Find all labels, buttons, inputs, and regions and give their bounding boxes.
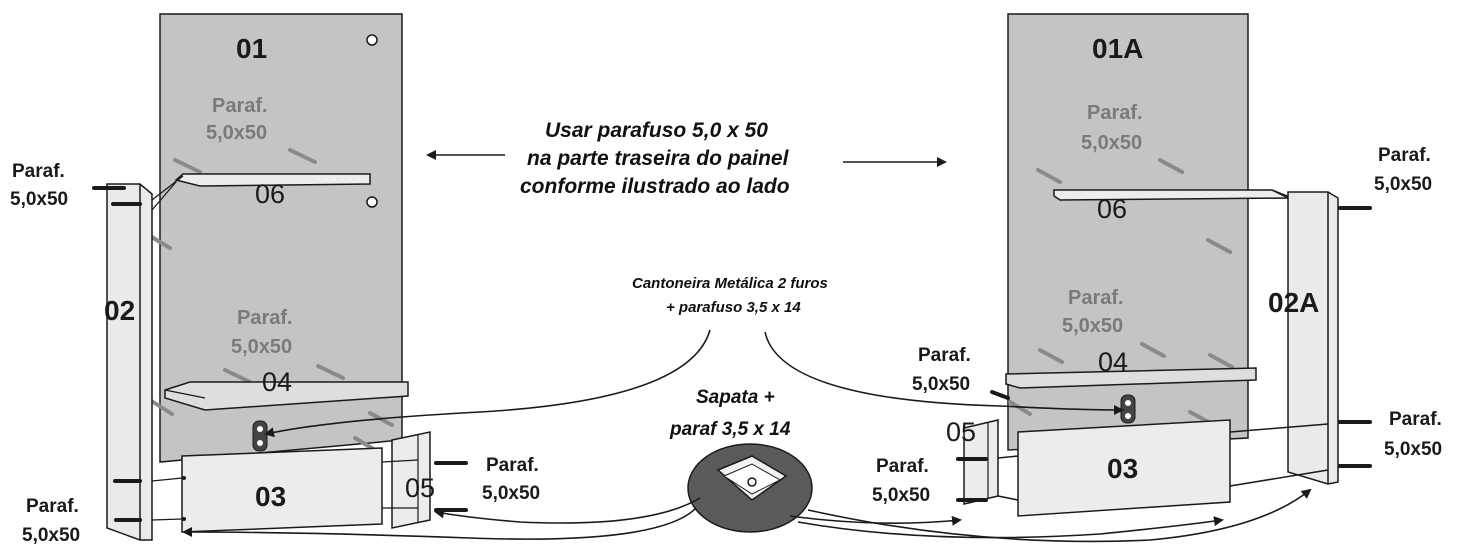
- metal-bracket-icon: [252, 420, 268, 452]
- label-panel-01a: 01A: [1092, 33, 1143, 64]
- center-note-line1: Usar parafuso 5,0 x 50: [545, 119, 768, 142]
- label-panel-02a: 02A: [1268, 287, 1319, 318]
- right-assembly: [956, 13, 1372, 517]
- label-panel-04-right: 04: [1098, 347, 1128, 377]
- screw-icons: [92, 186, 468, 522]
- screw-label-05-right: Paraf.: [876, 456, 929, 477]
- panel-03-right: [1017, 419, 1231, 517]
- screw-label-04-right: Paraf.: [918, 345, 971, 366]
- foot-detail: [687, 443, 813, 533]
- screw-label-01a-top-size: 5,0x50: [1081, 132, 1142, 154]
- screw-label-right-top-size: 5,0x50: [1374, 174, 1432, 195]
- screw-label-04-right-size: 5,0x50: [912, 374, 970, 395]
- panel-06-right: [1053, 189, 1293, 201]
- screw-icons: [956, 206, 1372, 502]
- panel-06: [174, 173, 371, 187]
- label-panel-05-right: 05: [946, 417, 976, 447]
- panel-02a: [1287, 191, 1339, 485]
- screw-label-05-left: Paraf.: [486, 455, 539, 476]
- bracket-note-line2: + parafuso 3,5 x 14: [666, 299, 801, 316]
- label-panel-03: 03: [255, 481, 286, 512]
- label-panel-03-right: 03: [1107, 453, 1138, 484]
- panel-01a: [1007, 13, 1249, 451]
- screw-label-01-bottom: Paraf.: [237, 307, 293, 329]
- screw-label-left-bottom: Paraf.: [26, 496, 79, 517]
- hole-icon: [366, 196, 378, 208]
- screw-label-01a-top: Paraf.: [1087, 102, 1143, 124]
- screw-label-left-top: Paraf.: [12, 161, 65, 182]
- label-panel-02: 02: [104, 295, 135, 326]
- screw-label-01a-bottom-size: 5,0x50: [1062, 315, 1123, 337]
- arrow-foot-right-b-icon: [797, 516, 1224, 539]
- label-panel-05: 05: [405, 473, 435, 503]
- screw-label-right-bottom-size: 5,0x50: [1384, 439, 1442, 460]
- arrow-foot-left-a-icon: [182, 507, 697, 540]
- screw-label-05-right-size: 5,0x50: [872, 485, 930, 506]
- panel-05: [391, 431, 431, 529]
- screw-label-01-top: Paraf.: [212, 95, 268, 117]
- screw-label-left-top-size: 5,0x50: [10, 189, 68, 210]
- left-assembly: [92, 13, 468, 541]
- hole-icon: [366, 34, 378, 46]
- panel-04: [164, 381, 409, 411]
- label-panel-06: 06: [255, 179, 285, 209]
- screw-marks: [148, 148, 394, 452]
- screw-label-01-bottom-size: 5,0x50: [231, 336, 292, 358]
- panel-02: [106, 183, 153, 541]
- arrow-foot-right-c-icon: [807, 488, 1312, 543]
- arrow-bracket-right-icon: [764, 331, 1124, 415]
- panel-04-right: [1005, 367, 1257, 389]
- center-note-line2: na parte traseira do painel: [527, 147, 790, 170]
- arrows: [182, 150, 1312, 543]
- arrow-bracket-left-icon: [264, 329, 711, 438]
- foot-note-line2: paraf 3,5 x 14: [669, 419, 791, 440]
- arrow-foot-left-b-icon: [434, 497, 701, 524]
- foot-note-line1: Sapata +: [696, 387, 775, 408]
- label-panel-04: 04: [262, 367, 292, 397]
- screw-label-right-top: Paraf.: [1378, 145, 1431, 166]
- label-panel-01: 01: [236, 33, 267, 64]
- label-panel-06-right: 06: [1097, 194, 1127, 224]
- screw-label-left-bottom-size: 5,0x50: [22, 525, 80, 546]
- screw-label-01-top-size: 5,0x50: [206, 122, 267, 144]
- arrow-foot-right-a-icon: [789, 515, 962, 526]
- screw-label-05-left-size: 5,0x50: [482, 483, 540, 504]
- screw-label-right-bottom: Paraf.: [1389, 409, 1442, 430]
- bracket-note-line1: Cantoneira Metálica 2 furos: [632, 275, 828, 292]
- panel-03: [181, 447, 383, 533]
- center-note-line3: conforme ilustrado ao lado: [520, 175, 790, 198]
- screw-label-01a-bottom: Paraf.: [1068, 287, 1124, 309]
